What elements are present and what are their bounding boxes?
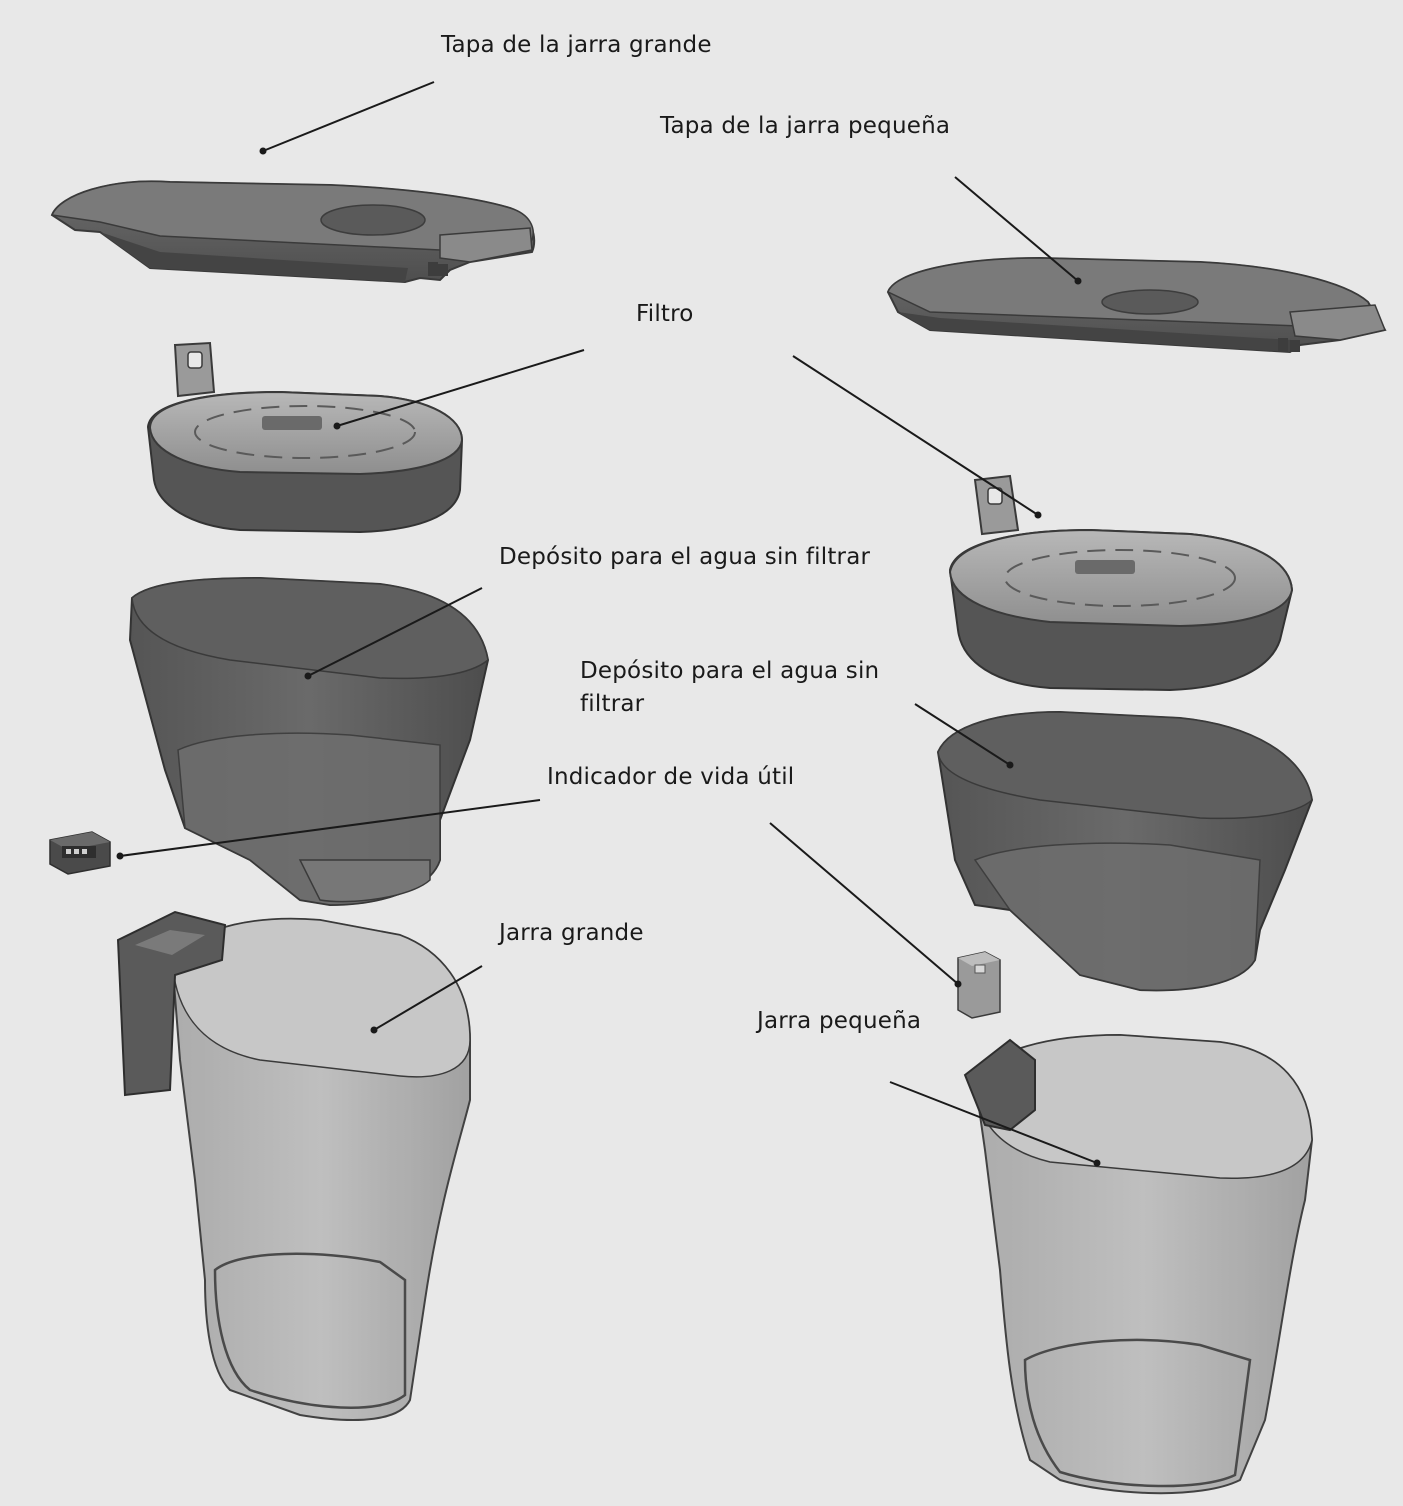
large-reservoir	[128, 576, 490, 907]
label-jug-large: Jarra grande	[499, 920, 644, 946]
leader-lines	[119, 81, 1098, 1164]
small-filter	[948, 474, 1294, 692]
small-life-indicator	[957, 951, 1001, 1019]
label-reservoir-small: Depósito para el agua sin filtrar	[580, 658, 880, 717]
large-life-indicator	[49, 831, 111, 875]
leader-jug-large	[373, 965, 483, 1031]
label-jug-small: Jarra pequeña	[757, 1008, 922, 1034]
leader-dots	[116, 147, 1101, 1167]
label-lid-large: Tapa de la jarra grande	[441, 32, 712, 58]
leader-indicator-large	[119, 799, 541, 857]
small-jug	[963, 1033, 1314, 1495]
large-lid	[50, 180, 536, 284]
label-reservoir-large: Depósito para el agua sin filtrar	[499, 544, 871, 570]
leader-filter-small	[792, 355, 1039, 516]
label-life-indicator: Indicador de vida útil	[547, 764, 795, 790]
leader-lid-large	[262, 81, 435, 152]
label-filter: Filtro	[636, 301, 694, 327]
label-lid-small: Tapa de la jarra pequeña	[660, 113, 951, 139]
leader-lid-small	[954, 176, 1079, 282]
leader-indicator-small	[769, 822, 959, 985]
leader-reservoir-large	[307, 587, 483, 677]
leader-jug-small	[889, 1081, 1098, 1164]
large-filter	[146, 341, 464, 534]
small-reservoir	[936, 710, 1314, 992]
small-lid	[886, 256, 1387, 354]
leader-reservoir-small	[914, 703, 1011, 766]
large-jug	[116, 910, 471, 1421]
leader-filter-large	[336, 349, 585, 427]
